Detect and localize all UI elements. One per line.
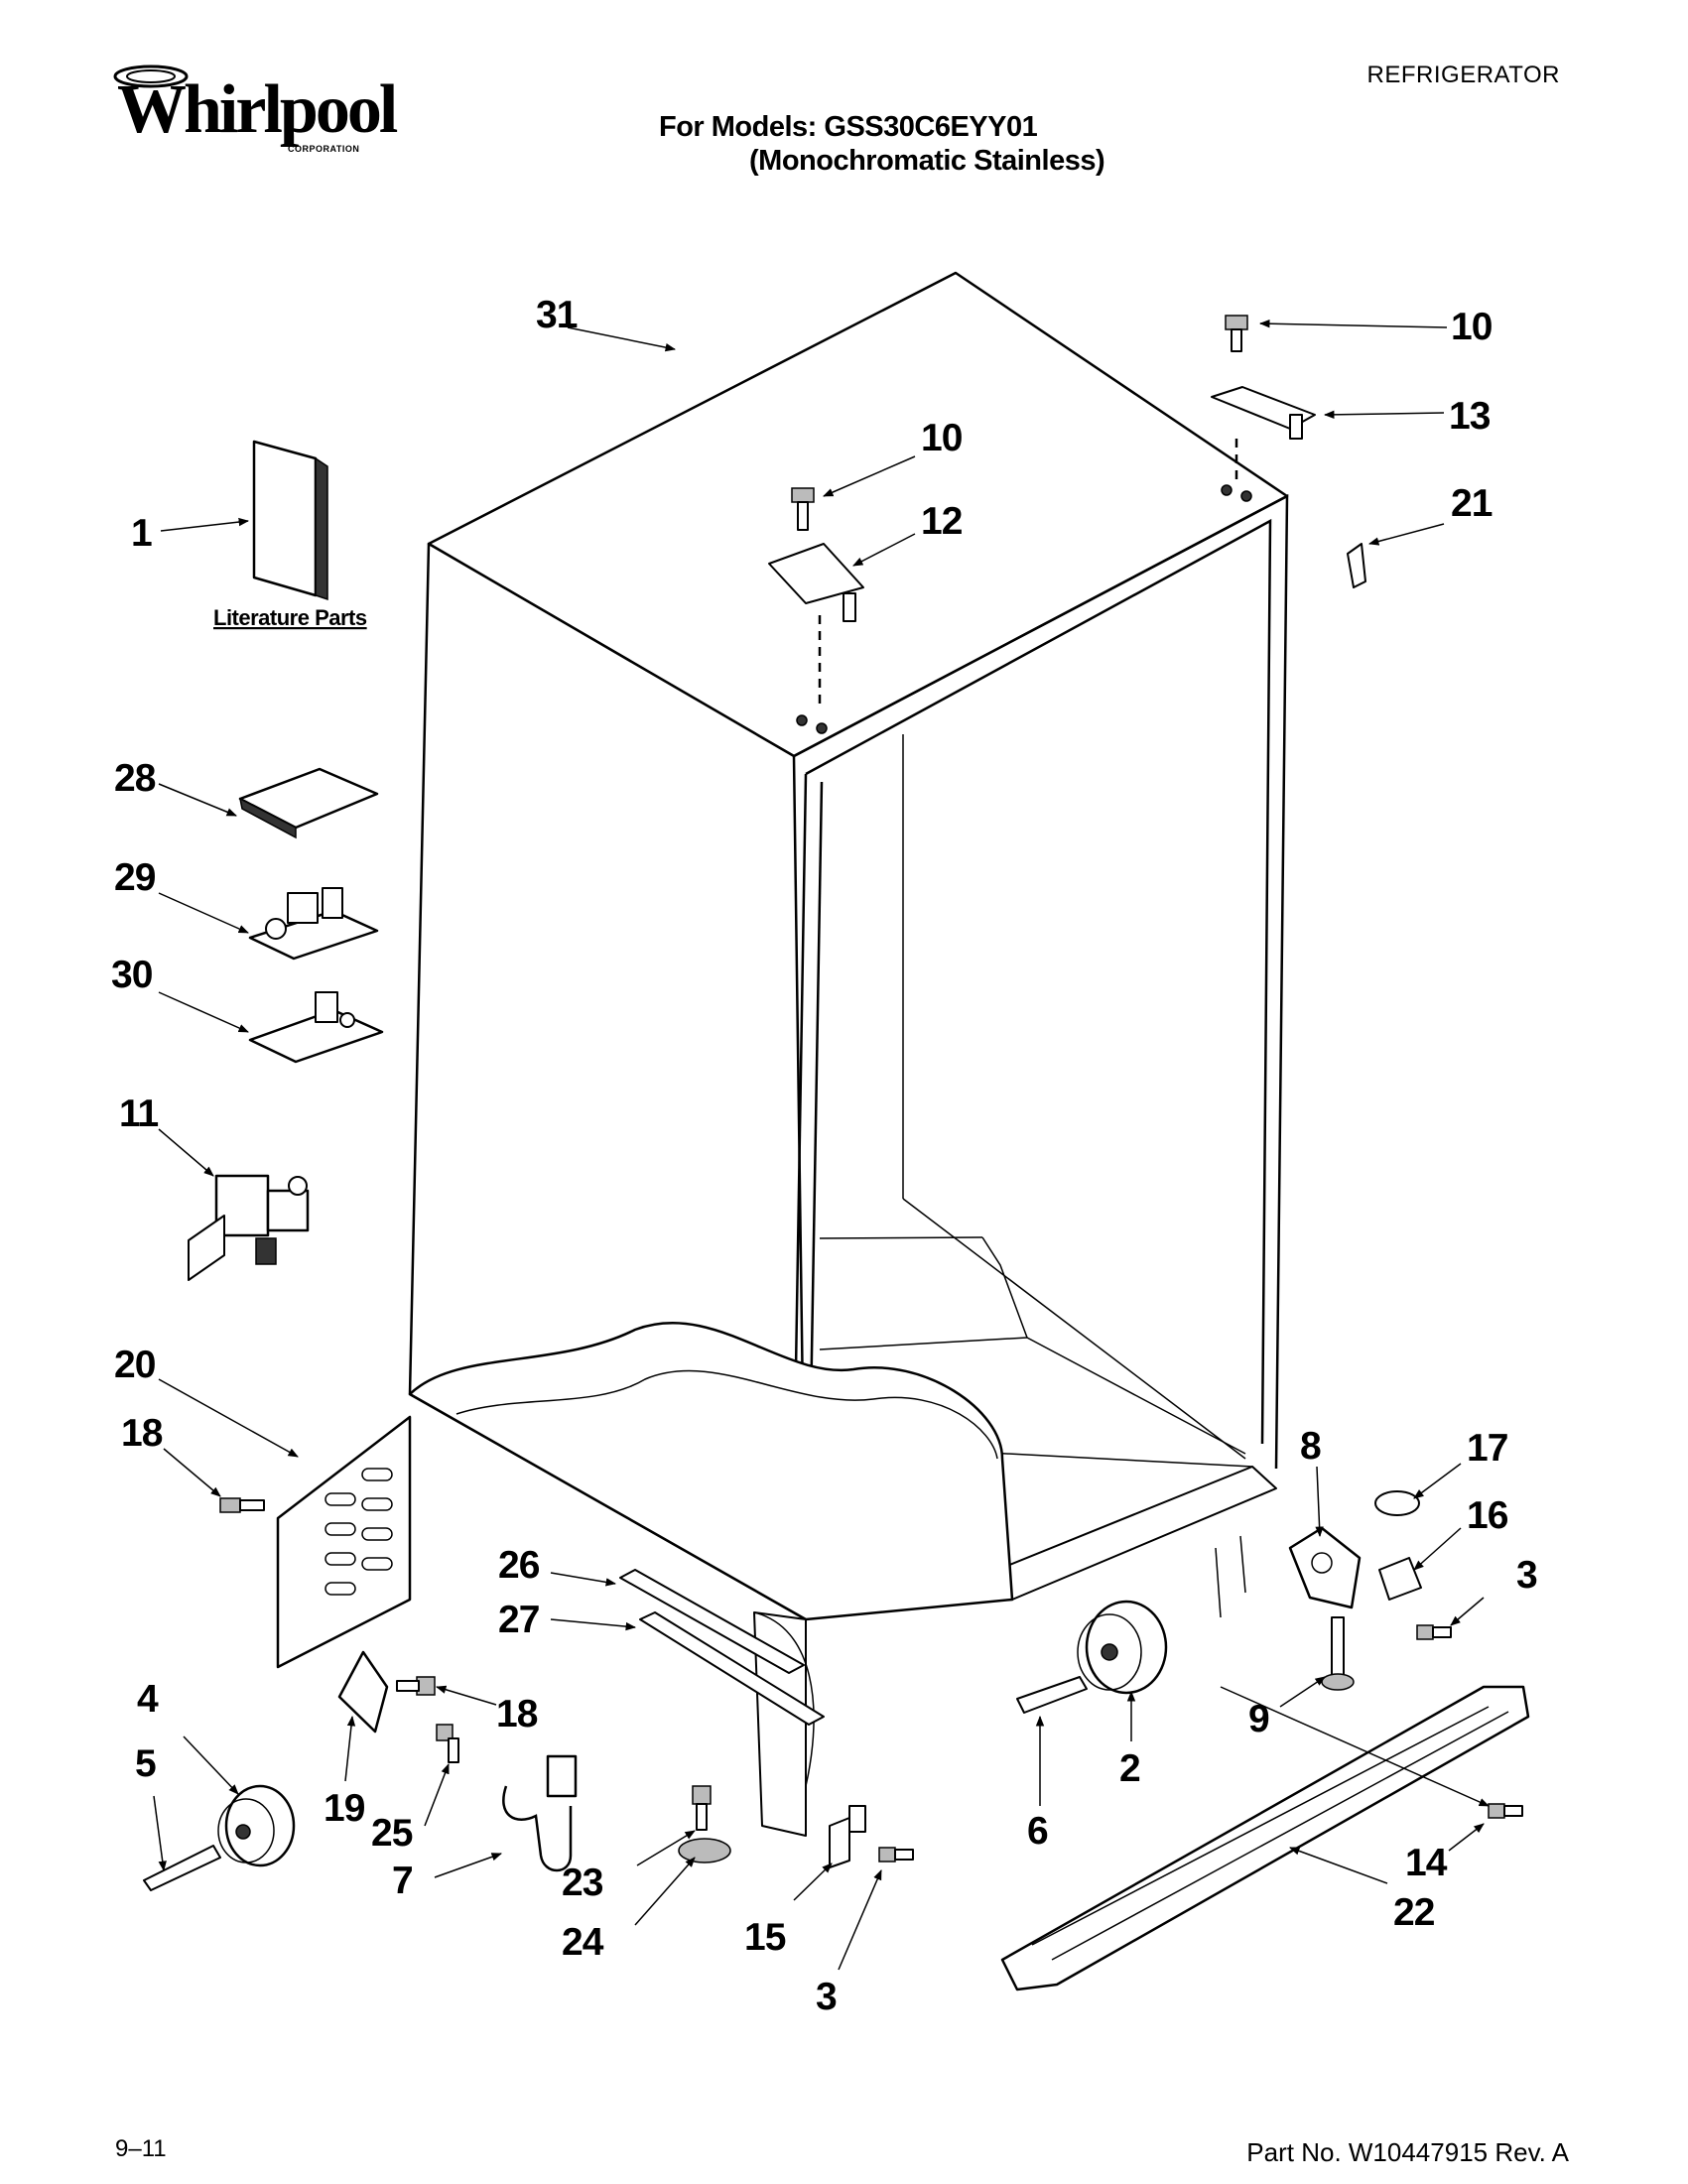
bottom-hinge xyxy=(1288,1490,1452,1691)
left-roller xyxy=(143,1784,296,1891)
whirlpool-swoosh-icon xyxy=(113,64,189,88)
callout-20: 20 xyxy=(114,1344,156,1386)
literature-parts-label: Literature Parts xyxy=(213,605,367,630)
callout-3-bottom: 3 xyxy=(816,1976,837,2018)
top-hinge-right xyxy=(1211,315,1316,502)
callout-29: 29 xyxy=(114,856,156,899)
callout-18-bottom: 18 xyxy=(496,1693,538,1735)
right-roller xyxy=(1016,1600,1168,1714)
callout-31: 31 xyxy=(536,294,578,336)
callout-10-center: 10 xyxy=(921,417,963,459)
callout-25: 25 xyxy=(371,1812,413,1855)
cabinet-shell xyxy=(408,271,1289,1837)
lower-bracket xyxy=(829,1805,914,1868)
brand-logo: Whirlpool xyxy=(117,71,398,148)
water-valve xyxy=(188,1174,310,1281)
leveling-leg xyxy=(678,1785,731,1863)
callout-13: 13 xyxy=(1449,395,1491,438)
callout-labels: 31 10 13 21 10 12 1 28 29 30 11 20 18 26… xyxy=(111,294,1538,2018)
callout-19: 19 xyxy=(324,1787,365,1830)
callout-3-right: 3 xyxy=(1516,1554,1537,1597)
rear-access-panel xyxy=(219,1415,412,1669)
callout-1: 1 xyxy=(131,512,152,555)
tubes xyxy=(619,1569,825,1726)
callout-15: 15 xyxy=(744,1916,786,1959)
callout-14: 14 xyxy=(1405,1842,1448,1884)
top-hinge-center xyxy=(768,487,1366,734)
callout-18-left: 18 xyxy=(121,1412,163,1455)
callout-27: 27 xyxy=(498,1599,539,1641)
callout-6: 6 xyxy=(1027,1810,1048,1853)
document-type: REFRIGERATOR xyxy=(1366,62,1560,88)
callout-5: 5 xyxy=(135,1742,156,1785)
callout-26: 26 xyxy=(498,1544,540,1587)
models-title: For Models: GSS30C6EYY01 xyxy=(659,111,1038,143)
callout-17: 17 xyxy=(1467,1427,1507,1470)
callout-24: 24 xyxy=(562,1921,604,1964)
literature-parts xyxy=(252,440,328,601)
callout-10-top: 10 xyxy=(1451,306,1493,348)
callout-16: 16 xyxy=(1467,1494,1508,1537)
leader-arrows xyxy=(153,320,1490,1971)
control-boards xyxy=(238,767,384,1064)
callout-12: 12 xyxy=(921,500,963,543)
callout-4: 4 xyxy=(137,1678,159,1721)
brand-sub: CORPORATION xyxy=(288,144,360,154)
callout-8: 8 xyxy=(1300,1425,1321,1468)
callout-21: 21 xyxy=(1451,482,1493,525)
callout-22: 22 xyxy=(1393,1891,1435,1934)
callout-9: 9 xyxy=(1248,1698,1269,1740)
callout-11: 11 xyxy=(119,1092,159,1135)
callout-2: 2 xyxy=(1119,1747,1140,1790)
date-code: 9–11 xyxy=(115,2135,167,2162)
drain-assembly xyxy=(337,1650,578,1872)
toe-grille xyxy=(1000,1685,1530,1991)
callout-23: 23 xyxy=(562,1862,603,1904)
callout-28: 28 xyxy=(114,757,156,800)
variant-subtitle: (Monochromatic Stainless) xyxy=(749,145,1105,177)
callout-7: 7 xyxy=(392,1860,413,1902)
callout-30: 30 xyxy=(111,954,153,996)
part-number: Part No. W10447915 Rev. A xyxy=(1246,2137,1569,2167)
